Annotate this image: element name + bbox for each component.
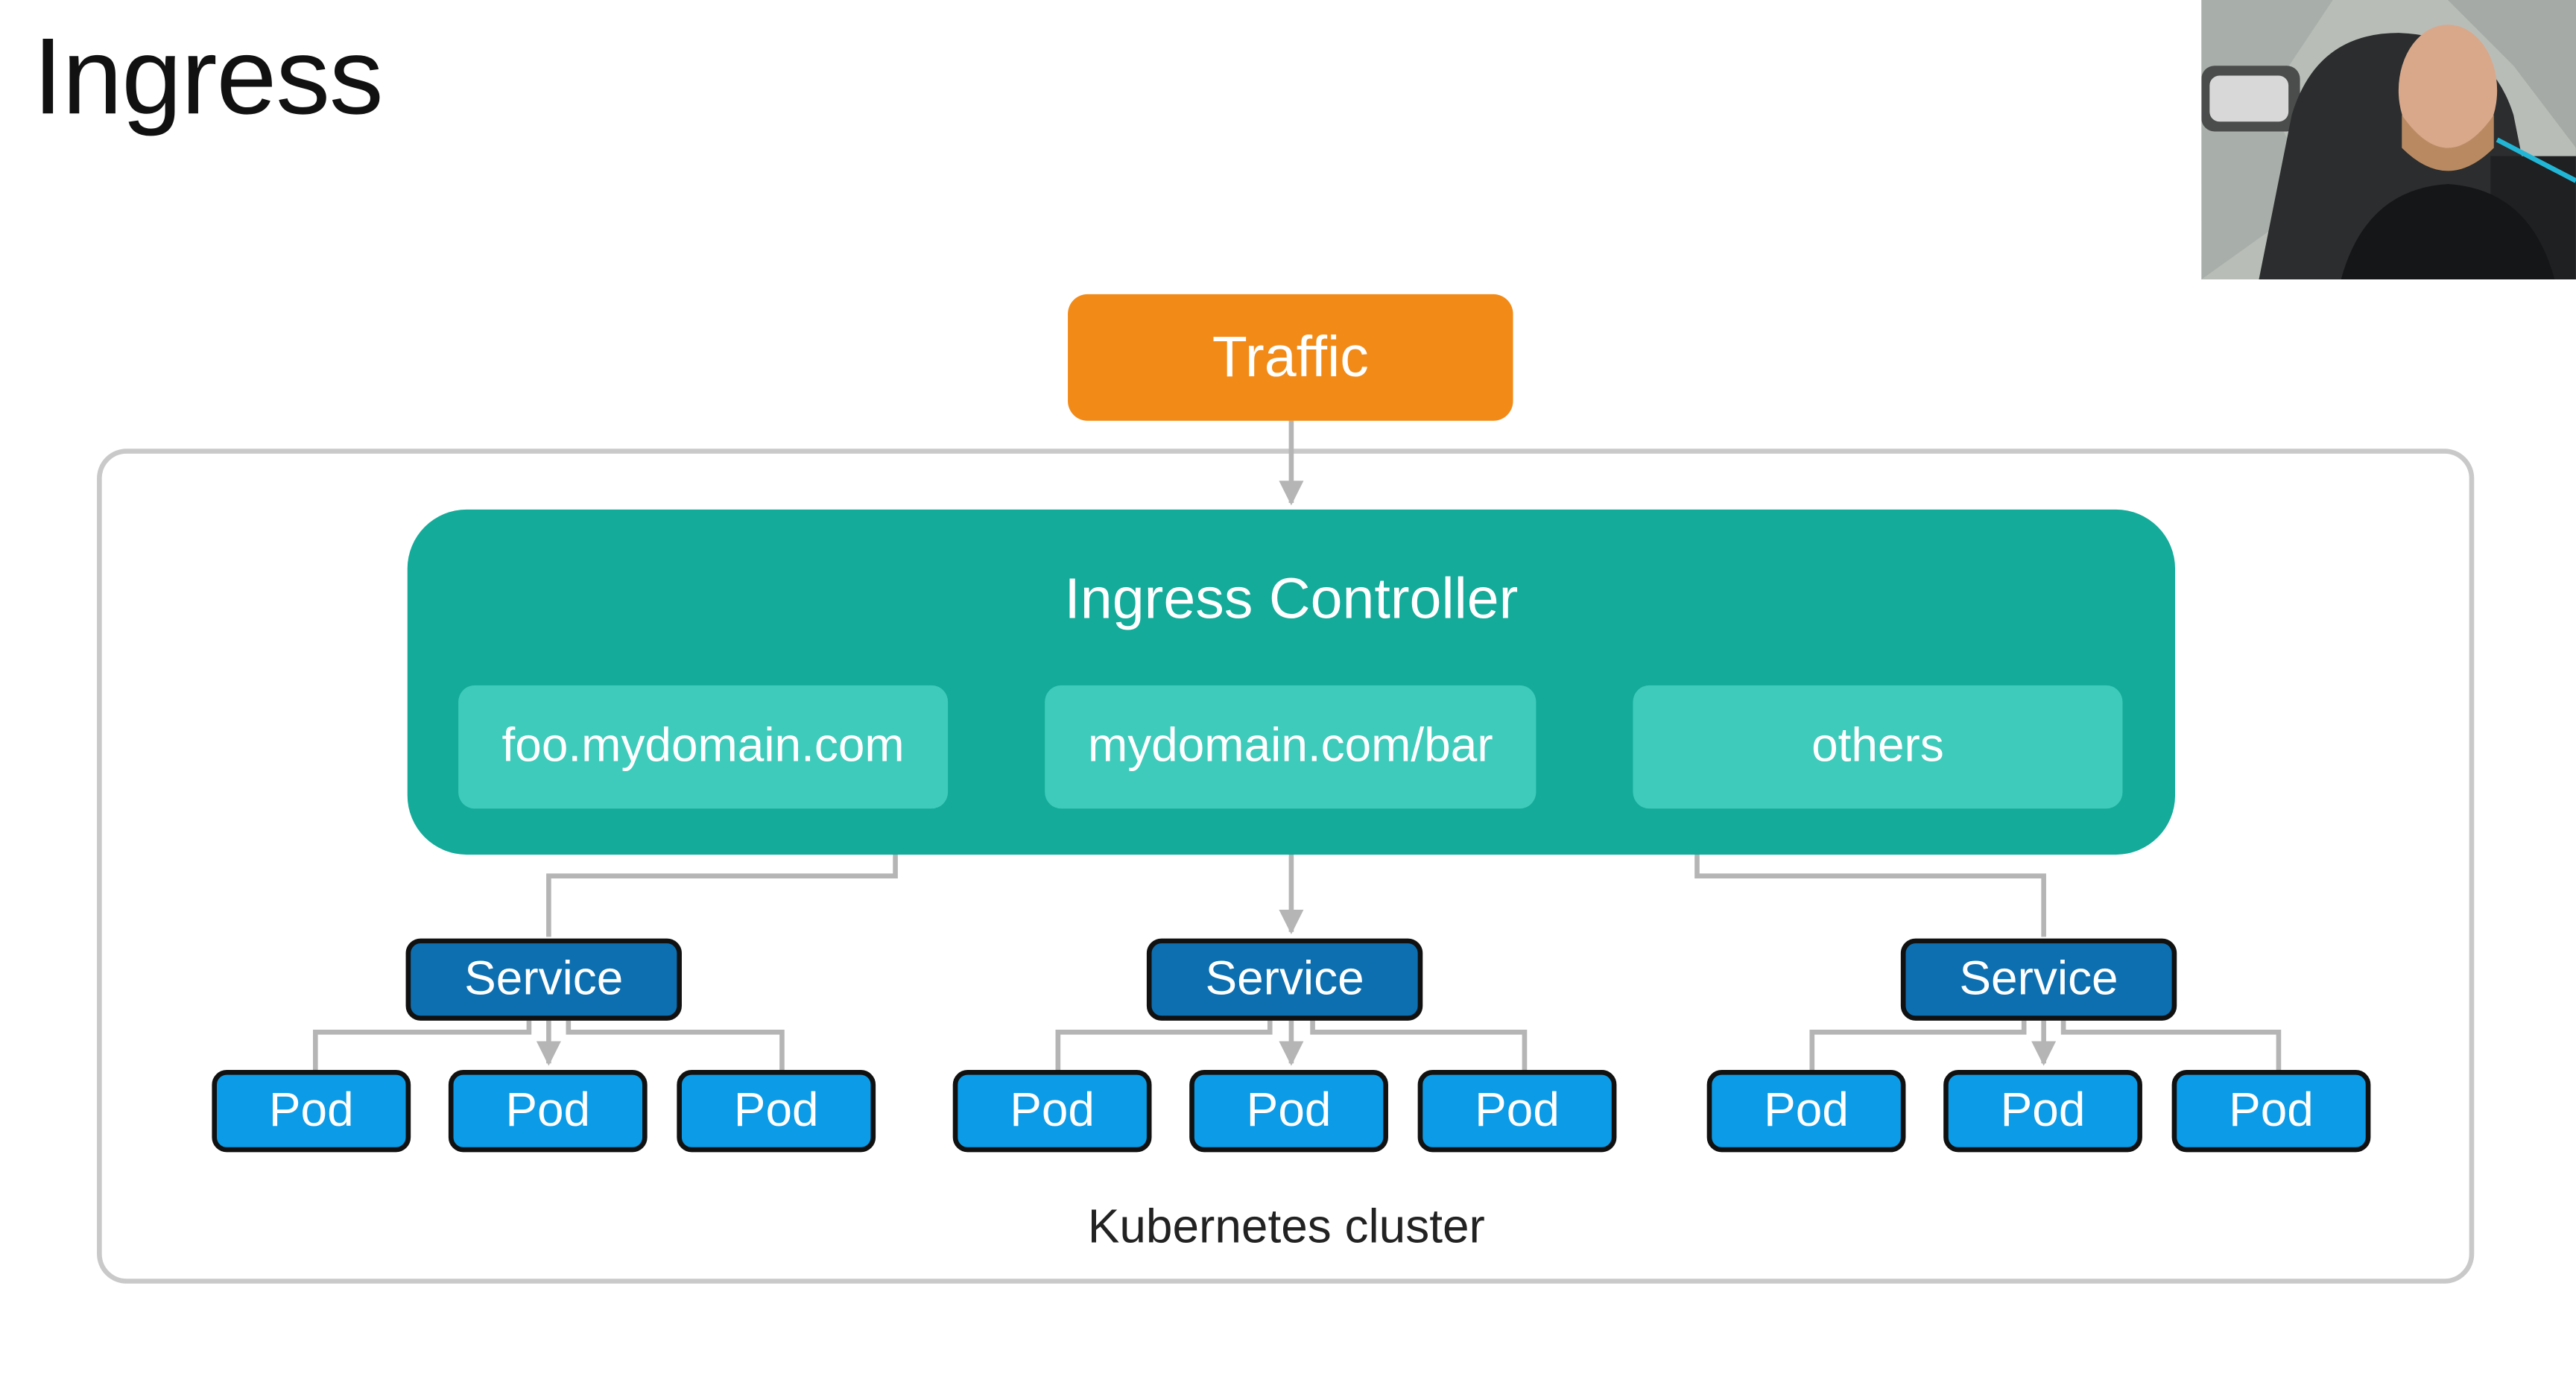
kubernetes-cluster-label: Kubernetes cluster	[1087, 1201, 1485, 1255]
connector-service-1-pod-3	[566, 1020, 785, 1071]
kubernetes-cluster-frame	[97, 449, 2475, 1284]
connector-service-3-pod-3	[2060, 1020, 2282, 1071]
connector-service-2-pod-3	[1310, 1020, 1528, 1071]
pod-box-3-3: Pod	[2171, 1070, 2371, 1153]
pod-box-3-1: Pod	[1706, 1070, 1906, 1153]
slide-title: Ingress	[33, 14, 384, 137]
service-box-2: Service	[1146, 938, 1423, 1021]
pod-box-2-3: Pod	[1417, 1070, 1617, 1153]
connector-service-3-pod-1	[1809, 1020, 2027, 1071]
rule-foo-mydomain: foo.mydomain.com	[458, 685, 949, 809]
connector-service-2-pod-1	[1055, 1020, 1273, 1071]
rule-others: others	[1633, 685, 2123, 809]
ingress-controller-title: Ingress Controller	[1064, 567, 1519, 632]
pod-box-2-2: Pod	[1189, 1070, 1388, 1153]
connector-service-1-pod-1	[312, 1020, 532, 1071]
pod-box-3-2: Pod	[1943, 1070, 2142, 1153]
pod-box-1-1: Pod	[212, 1070, 411, 1153]
service-box-1: Service	[405, 938, 682, 1021]
traffic-box: Traffic	[1068, 294, 1513, 421]
presenter-webcam	[2201, 0, 2576, 280]
pod-box-1-2: Pod	[448, 1070, 648, 1153]
pod-box-1-3: Pod	[677, 1070, 876, 1153]
pod-box-2-1: Pod	[952, 1070, 1152, 1153]
rule-mydomain-bar: mydomain.com/bar	[1045, 685, 1537, 809]
service-box-3: Service	[1900, 938, 2177, 1021]
presenter-image	[2201, 0, 2576, 280]
